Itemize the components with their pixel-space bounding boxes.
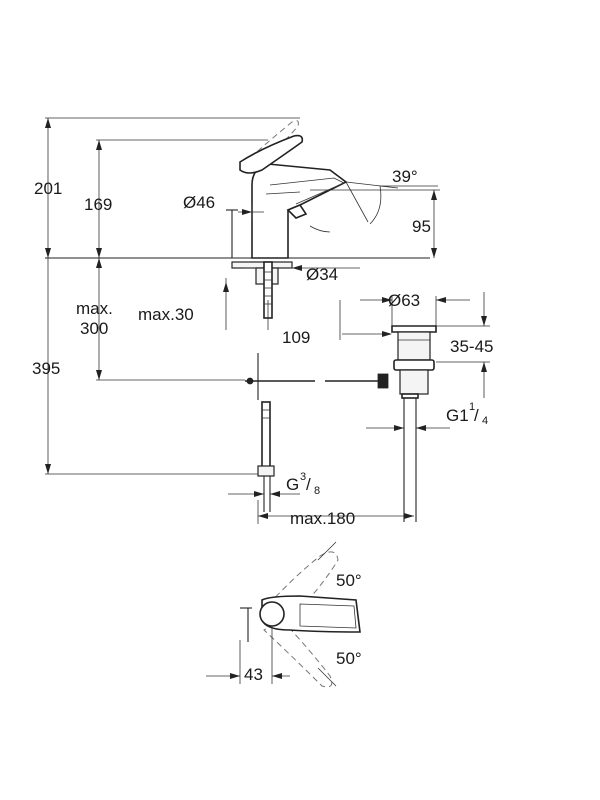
dim-d46 [238,204,264,220]
svg-text:3: 3 [300,471,306,483]
faucet-top-view [206,541,361,688]
dim-d34 [244,265,360,271]
spout-rotated-right-outline [263,619,333,688]
dim-g-3-8 [228,491,300,497]
label-95: 95 [412,217,431,236]
dim-201 [45,117,300,258]
dim-g1-1-4 [366,425,450,431]
label-50-deg-bottom: 50° [336,649,362,668]
fixing-plate [231,261,293,269]
dim-43 [206,626,290,684]
svg-text:G1: G1 [446,406,469,425]
label-201: 201 [34,179,62,198]
aerator [286,204,308,219]
label-300: 300 [80,319,108,338]
body-top [259,601,285,627]
label-d63: Ø63 [388,291,420,310]
pop-up-waste [391,325,437,522]
label-50-deg-top: 50° [336,571,362,590]
faucet-side-view [45,117,490,524]
dim-max30 [223,278,269,330]
label-max: max. [76,299,113,318]
label-169: 169 [84,195,112,214]
svg-text:8: 8 [314,485,320,497]
svg-text:/: / [474,406,479,425]
label-d46: Ø46 [183,193,215,212]
dim-max180 [257,500,414,524]
dim-d63 [360,296,470,326]
dim-95 [309,189,440,258]
spout-rotated-left-outline [261,551,339,629]
dim-39-deg [345,181,438,225]
label-395: 395 [32,359,60,378]
label-35-45: 35-45 [450,337,493,356]
spout-detail [269,177,345,205]
faucet-lever [239,134,304,174]
svg-text:4: 4 [482,415,488,427]
label-g-3-8: G 3 / 8 [286,471,320,497]
dim-109 [339,300,392,340]
label-43: 43 [244,665,263,684]
label-g1-1-4: G1 1 / 4 [446,401,488,427]
svg-text:G: G [286,475,299,494]
flexible-hose [257,401,275,512]
label-d34: Ø34 [306,265,338,284]
label-109: 109 [282,328,310,347]
body-detail [265,191,301,195]
lever-raised-outline [249,120,299,163]
label-max30: max.30 [138,305,194,324]
dim-169 [96,139,268,258]
svg-text:/: / [306,475,311,494]
dim-395 [45,258,258,475]
dim-max300 [96,258,245,381]
label-max180: max.180 [290,509,355,528]
svg-text:1: 1 [469,401,475,413]
label-39-deg: 39° [392,167,418,186]
dim-35-45 [436,292,490,398]
